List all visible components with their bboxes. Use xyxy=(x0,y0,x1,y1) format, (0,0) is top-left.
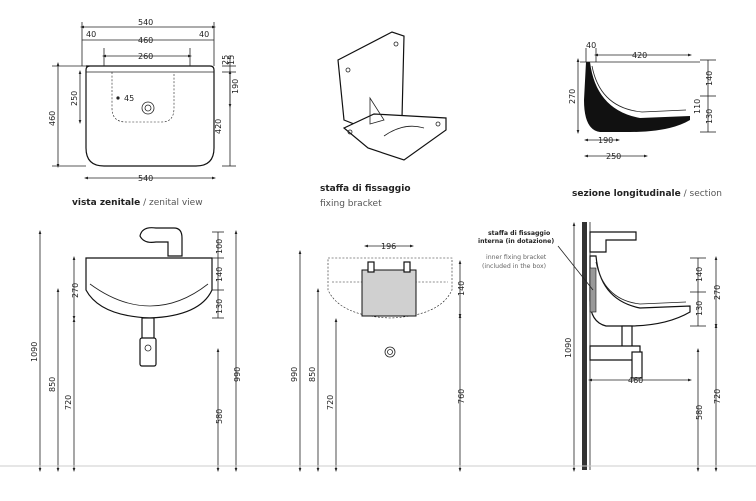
dim-bracket-990: 990 xyxy=(290,367,299,382)
caption-bracket-it: staffa di fissaggio xyxy=(320,184,411,194)
top-view-basin-outline xyxy=(85,65,215,167)
dim-top-540: 540 xyxy=(138,18,153,27)
dim-side-580: 580 xyxy=(695,405,704,420)
dim-top-540-bottom: 540 xyxy=(138,174,153,183)
bracket-front-waste-hole xyxy=(384,346,396,358)
section-basin-inner xyxy=(591,65,687,113)
dim-top-45: 45 xyxy=(124,94,134,103)
dim-section-130: 130 xyxy=(705,109,714,124)
dim-section-110: 110 xyxy=(693,99,702,114)
dim-section-40: 40 xyxy=(586,41,596,50)
note-line4: (included in the box) xyxy=(482,263,546,270)
dim-front-140: 140 xyxy=(215,267,224,282)
bracket-front-view: 196 990 850 720 140 760 xyxy=(290,242,466,472)
dim-front-1090: 1090 xyxy=(30,342,39,362)
dim-side-720: 720 xyxy=(713,389,722,404)
top-view: 540 40 460 40 260 25 15 190 420 460 250 … xyxy=(48,18,240,208)
note-line2: interna (in dotazione) xyxy=(478,238,554,245)
dim-front-270: 270 xyxy=(71,283,80,298)
section-basin-shell xyxy=(584,62,690,132)
dim-bracket-720: 720 xyxy=(326,395,335,410)
caption-section: sezione longitudinale / section xyxy=(572,189,722,199)
dim-top-40-left: 40 xyxy=(86,30,96,39)
side-basin xyxy=(589,255,691,327)
dim-top-250: 250 xyxy=(70,91,79,106)
dim-side-140: 140 xyxy=(695,267,704,282)
dim-side-1090: 1090 xyxy=(564,338,573,358)
dim-bracket-760: 760 xyxy=(457,389,466,404)
front-basin-bowl xyxy=(89,283,209,307)
front-siphon xyxy=(139,337,157,367)
bracket-cutout xyxy=(383,125,425,137)
note-line1: staffa di fissaggio xyxy=(488,230,550,237)
side-tap xyxy=(589,231,637,253)
section-view: 40 420 270 140 110 130 190 250 sezione l… xyxy=(568,41,722,199)
dim-top-25: 25 xyxy=(221,55,230,65)
dim-bracket-196: 196 xyxy=(381,242,396,251)
bracket-front-plate xyxy=(361,269,417,317)
top-view-inner-bowl xyxy=(111,72,175,123)
dim-section-140: 140 xyxy=(705,71,714,86)
dim-top-460: 460 xyxy=(138,36,153,45)
dim-top-40-right: 40 xyxy=(199,30,209,39)
dim-front-100: 100 xyxy=(215,239,224,254)
dim-bracket-850: 850 xyxy=(308,367,317,382)
bracket-base-plate xyxy=(342,113,447,161)
dim-top-190: 190 xyxy=(231,79,240,94)
front-tap xyxy=(139,227,183,257)
dim-front-850: 850 xyxy=(48,377,57,392)
dim-bracket-140: 140 xyxy=(457,281,466,296)
dim-top-15: 15 xyxy=(227,55,236,65)
side-view: staffa di fissaggio interna (in dotazion… xyxy=(478,222,722,472)
dim-side-270: 270 xyxy=(713,285,722,300)
dim-side-130: 130 xyxy=(695,301,704,316)
side-waste xyxy=(621,325,633,349)
top-view-drain-inner xyxy=(144,104,152,112)
dim-front-720: 720 xyxy=(64,395,73,410)
bracket-front-basin-dashed xyxy=(327,257,453,319)
dim-front-580: 580 xyxy=(215,409,224,424)
side-wall xyxy=(582,222,587,470)
dim-top-260: 260 xyxy=(138,52,153,61)
dim-front-130: 130 xyxy=(215,299,224,314)
note-line3: inner fixing bracket xyxy=(486,254,547,261)
dim-side-460: 460 xyxy=(628,376,643,385)
top-view-drain xyxy=(141,101,155,115)
bracket-gusset xyxy=(369,96,385,125)
bracket-view: staffa di fissaggio fixing bracket xyxy=(320,31,447,209)
front-view: 1090 850 720 270 100 140 130 990 580 xyxy=(30,227,242,472)
dim-section-270: 270 xyxy=(568,89,577,104)
caption-bracket-en: fixing bracket xyxy=(320,199,382,209)
dim-section-250: 250 xyxy=(606,152,621,161)
dim-top-420: 420 xyxy=(214,119,223,134)
dim-section-190: 190 xyxy=(598,136,613,145)
caption-zenital: vista zenitale / zenital view xyxy=(72,198,203,208)
dim-top-460-height: 460 xyxy=(48,111,57,126)
dim-section-420: 420 xyxy=(632,51,647,60)
front-basin-outline xyxy=(85,257,213,319)
dim-front-990: 990 xyxy=(233,367,242,382)
front-waste-pipe xyxy=(141,317,155,341)
top-view-tap-hole xyxy=(116,96,120,100)
